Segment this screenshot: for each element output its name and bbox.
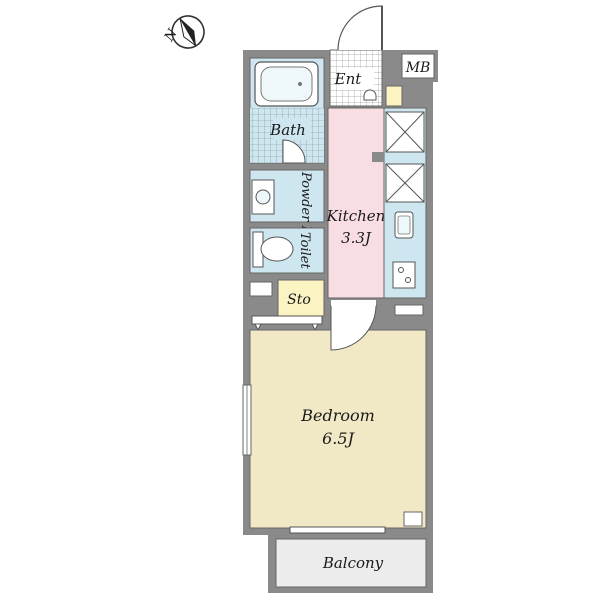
toilet-room: Toilet (249, 227, 325, 274)
bedroom-size: 6.5J (322, 429, 355, 448)
stove-icon (392, 261, 416, 289)
entrance-label: Ent (334, 70, 363, 88)
entry-door (337, 5, 383, 51)
bedroom: Bedroom 6.5J (242, 300, 427, 529)
meter-box: MB (401, 53, 435, 79)
powder-room: Powder Room (249, 169, 325, 263)
closet-nook (249, 281, 273, 297)
bedroom-name: Bedroom (300, 406, 375, 425)
balcony-window (289, 526, 386, 534)
storage-label: Sto (287, 292, 311, 308)
washer-space (385, 163, 425, 203)
kitchen-sink-icon (394, 211, 414, 239)
north-arrow-icon (171, 15, 205, 49)
balcony: Balcony (275, 538, 427, 588)
toilet-icon (252, 231, 294, 268)
compass: N (161, 15, 205, 49)
kitchen-size: 3.3J (341, 229, 372, 247)
meter-box-label: MB (405, 60, 431, 76)
kitchen-name: Kitchen (326, 207, 386, 225)
bath-label: Bath (269, 121, 306, 139)
balcony-label: Balcony (322, 554, 384, 572)
bedroom-door (330, 304, 377, 351)
storage-room: Sto (251, 279, 325, 332)
kitchen: Kitchen 3.3J (326, 107, 427, 299)
shoe-cabinet (385, 85, 403, 107)
entrance: Ent (329, 5, 403, 107)
toilet-label: Toilet (297, 232, 312, 269)
fridge-space (385, 111, 425, 153)
bath-room: Bath (249, 57, 325, 164)
